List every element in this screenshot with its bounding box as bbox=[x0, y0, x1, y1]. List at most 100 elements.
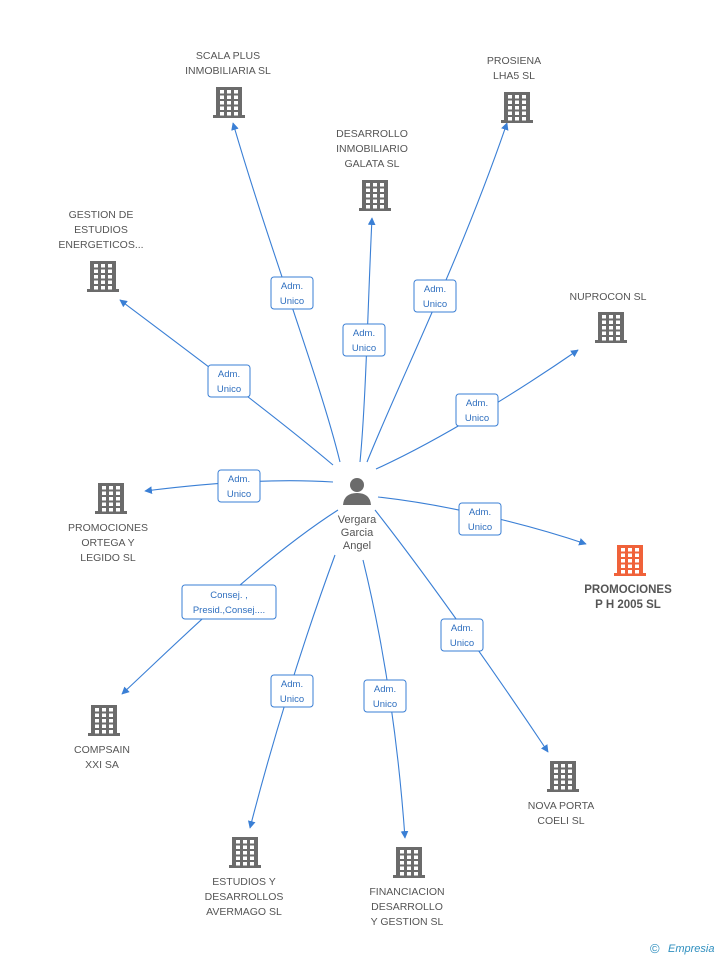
relation-label[interactable]: Adm. Unico bbox=[270, 276, 314, 310]
company-name: ESTUDIOS bbox=[74, 224, 128, 236]
company-name: ORTEGA Y bbox=[81, 537, 134, 549]
company-node-novaporta[interactable]: NOVA PORTA COELI SL bbox=[528, 761, 595, 827]
company-name: DESARROLLO bbox=[336, 128, 408, 140]
company-name: XXI SA bbox=[85, 759, 119, 771]
building-icon[interactable] bbox=[595, 312, 627, 343]
nodes-layer: SCALA PLUS INMOBILIARIA SL PROSIENA LHA5 SL… bbox=[58, 50, 672, 928]
building-icon[interactable] bbox=[213, 87, 245, 118]
company-name: FINANCIACION bbox=[369, 886, 444, 898]
building-icon[interactable] bbox=[359, 180, 391, 211]
relation-label-text: Unico bbox=[450, 638, 474, 649]
edge-prosiena: Adm. Unico bbox=[366, 122, 509, 463]
brand-logo: Empresia bbox=[668, 943, 714, 955]
person-icon bbox=[343, 478, 371, 505]
company-name: NOVA PORTA bbox=[528, 800, 595, 812]
relation-label[interactable]: Consej. , Presid.,Consej.... bbox=[181, 584, 277, 620]
relation-label[interactable]: Adm. Unico bbox=[342, 323, 386, 357]
company-node-galata[interactable]: DESARROLLO INMOBILIARIO GALATA SL bbox=[336, 128, 408, 211]
relation-label-text: Presid.,Consej.... bbox=[193, 605, 265, 616]
relation-label-text: Unico bbox=[465, 413, 489, 424]
relation-label[interactable]: Adm. Unico bbox=[413, 279, 457, 313]
relation-label-text: Unico bbox=[227, 489, 251, 500]
building-icon[interactable] bbox=[393, 847, 425, 878]
relation-label[interactable]: Adm. Unico bbox=[458, 502, 502, 536]
company-name: AVERMAGO SL bbox=[206, 906, 282, 918]
relation-label-text: Unico bbox=[423, 299, 447, 310]
relation-label[interactable]: Adm. Unico bbox=[207, 364, 251, 398]
footer-brand: © Empresia bbox=[650, 941, 714, 956]
person-name: Garcia bbox=[341, 527, 374, 539]
building-icon[interactable] bbox=[87, 261, 119, 292]
company-name: ENERGETICOS... bbox=[58, 239, 143, 251]
company-node-scala[interactable]: SCALA PLUS INMOBILIARIA SL bbox=[185, 50, 271, 118]
relation-label-text: Consej. , bbox=[210, 590, 248, 601]
company-name: INMOBILIARIA SL bbox=[185, 65, 271, 77]
company-name: DESARROLLOS bbox=[205, 891, 284, 903]
building-icon[interactable] bbox=[95, 483, 127, 514]
building-icon[interactable] bbox=[614, 545, 646, 576]
building-icon[interactable] bbox=[229, 837, 261, 868]
relation-label-text: Unico bbox=[468, 522, 492, 533]
company-name: COELI SL bbox=[537, 815, 584, 827]
edge-avermago: Adm.Unico bbox=[247, 554, 336, 829]
relation-label-text: Unico bbox=[352, 343, 376, 354]
relation-label[interactable]: Adm.Unico bbox=[270, 674, 314, 708]
company-name: INMOBILIARIO bbox=[336, 143, 408, 155]
relation-label-text: Adm. bbox=[424, 284, 446, 295]
relation-label-text: Adm. bbox=[281, 281, 303, 292]
company-name: ESTUDIOS Y bbox=[212, 876, 275, 888]
edge-ph2005: Adm. Unico bbox=[377, 496, 587, 546]
relation-label[interactable]: Adm. Unico bbox=[455, 393, 499, 427]
relation-label-text: Adm. bbox=[466, 398, 488, 409]
person-name: Vergara bbox=[338, 514, 377, 526]
edge-galata: Adm. Unico bbox=[342, 217, 386, 463]
edge-financiacion: Adm. Unico bbox=[362, 559, 409, 839]
company-node-compspain[interactable]: COMPSAIN XXI SA bbox=[74, 705, 130, 771]
relation-label-text: Unico bbox=[280, 694, 304, 705]
relation-label-text: Adm. bbox=[228, 474, 250, 485]
company-name: DESARROLLO bbox=[371, 901, 443, 913]
copyright-icon: © bbox=[650, 941, 660, 956]
edge-ortega: Adm. Unico bbox=[144, 469, 334, 503]
company-name: PROSIENA bbox=[487, 55, 541, 67]
building-icon[interactable] bbox=[88, 705, 120, 736]
edge-compspain: Consej. , Presid.,Consej.... bbox=[121, 509, 339, 695]
company-name: PROMOCIONES bbox=[584, 584, 672, 596]
relation-label-text: Unico bbox=[217, 384, 241, 395]
relation-label-text: Unico bbox=[280, 296, 304, 307]
relation-label[interactable]: Adm. Unico bbox=[363, 679, 407, 713]
relation-label-text: Adm. bbox=[374, 684, 396, 695]
relation-label-text: Adm. bbox=[353, 328, 375, 339]
company-node-gestion[interactable]: GESTION DE ESTUDIOS ENERGETICOS... bbox=[58, 209, 144, 292]
edge-novaporta: Adm. Unico bbox=[374, 509, 549, 753]
company-node-ph2005[interactable]: PROMOCIONES P H 2005 SL bbox=[584, 545, 672, 611]
edges-layer: Adm.UnicoAdm.UnicoAdm.UnicoAdm.UnicoAdm.… bbox=[119, 122, 587, 839]
company-node-avermago[interactable]: ESTUDIOS Y DESARROLLOS AVERMAGO SL bbox=[205, 837, 284, 918]
company-name: LEGIDO SL bbox=[80, 552, 136, 564]
edge-nuprocon: Adm. Unico bbox=[375, 349, 579, 470]
relation-label-text: Unico bbox=[373, 699, 397, 710]
company-node-nuprocon[interactable]: NUPROCON SL bbox=[569, 291, 647, 343]
company-name: PROMOCIONES bbox=[68, 522, 148, 534]
relation-label-text: Adm. bbox=[218, 369, 240, 380]
company-name: GESTION DE bbox=[69, 209, 134, 221]
company-node-financiacion[interactable]: FINANCIACION DESARROLLO Y GESTION SL bbox=[369, 847, 445, 928]
company-name: P H 2005 SL bbox=[595, 599, 661, 611]
company-name: Y GESTION SL bbox=[371, 916, 444, 928]
company-name: GALATA SL bbox=[344, 158, 399, 170]
relation-label[interactable]: Adm.Unico bbox=[440, 618, 484, 652]
company-name: SCALA PLUS bbox=[196, 50, 260, 62]
company-node-prosiena[interactable]: PROSIENA LHA5 SL bbox=[487, 55, 541, 123]
relation-label[interactable]: Adm. Unico bbox=[217, 469, 261, 503]
edge-gestion: Adm. Unico bbox=[119, 299, 334, 466]
edge-arrow bbox=[366, 122, 509, 463]
building-icon[interactable] bbox=[501, 92, 533, 123]
company-name: LHA5 SL bbox=[493, 70, 535, 82]
company-name: COMPSAIN bbox=[74, 744, 130, 756]
person-name: Angel bbox=[343, 540, 371, 552]
relation-label-text: Adm. bbox=[469, 507, 491, 518]
building-icon[interactable] bbox=[547, 761, 579, 792]
company-node-ortega[interactable]: PROMOCIONES ORTEGA Y LEGIDO SL bbox=[68, 483, 148, 564]
